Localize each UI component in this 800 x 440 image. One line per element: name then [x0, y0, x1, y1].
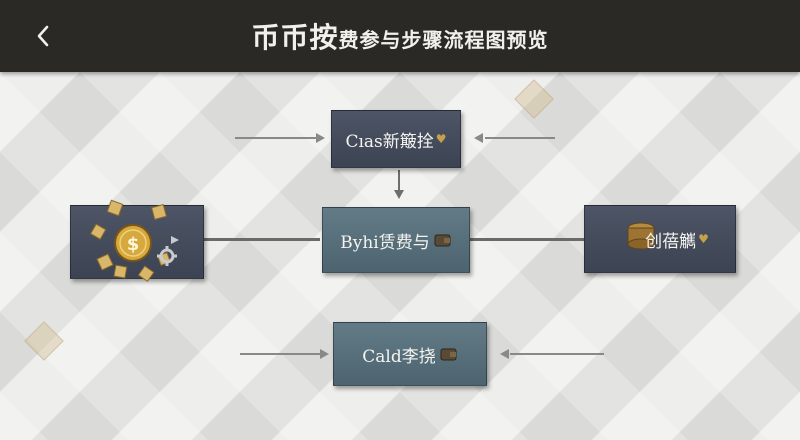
flow-node-bottom[interactable]: Cald李挠	[333, 322, 487, 386]
wallet-icon	[434, 234, 451, 247]
heart-icon: ♥	[435, 132, 447, 146]
page-title: 币币按费参与步骤流程图预览	[251, 16, 548, 56]
top-bar: 币币按费参与步骤流程图预览	[0, 0, 800, 72]
connector-line	[510, 353, 604, 355]
coin-stack-icon	[627, 222, 655, 250]
flow-node-right[interactable]: 创蓓觽 ♥	[584, 205, 736, 273]
connector-line	[235, 137, 317, 139]
flow-node-top-label: Cıas新簸拴	[345, 131, 434, 152]
arrow-left-icon	[474, 133, 483, 143]
flow-node-center-label: Byhi赁费与	[340, 232, 430, 253]
arrow-down-icon	[394, 190, 404, 199]
back-button[interactable]	[28, 20, 58, 52]
connector-line	[204, 238, 320, 241]
wallet-icon	[440, 348, 457, 361]
flow-node-left[interactable]: $	[70, 199, 204, 283]
flow-node-right-label: 创蓓觽	[645, 231, 697, 252]
connector-line	[398, 170, 400, 190]
page-title-prefix: 币币按	[251, 21, 339, 54]
arrow-left-icon	[500, 349, 509, 359]
connector-line	[240, 353, 320, 355]
flow-node-center[interactable]: Byhi赁费与	[322, 207, 470, 273]
gear-icon	[157, 246, 177, 266]
heart-icon: ♥	[698, 232, 709, 246]
coin-cluster-icon: $	[89, 199, 179, 283]
flow-node-top[interactable]: Cıas新簸拴 ♥	[331, 110, 461, 168]
connector-line	[470, 238, 584, 241]
arrow-right-icon	[320, 349, 329, 359]
flow-node-bottom-label: Cald李挠	[362, 346, 436, 367]
svg-text:$: $	[127, 234, 140, 255]
page-title-suffix: 费参与步骤流程图预览	[338, 28, 549, 52]
arrow-right-icon	[316, 133, 325, 143]
connector-line	[485, 137, 555, 139]
chevron-left-icon	[37, 25, 49, 47]
